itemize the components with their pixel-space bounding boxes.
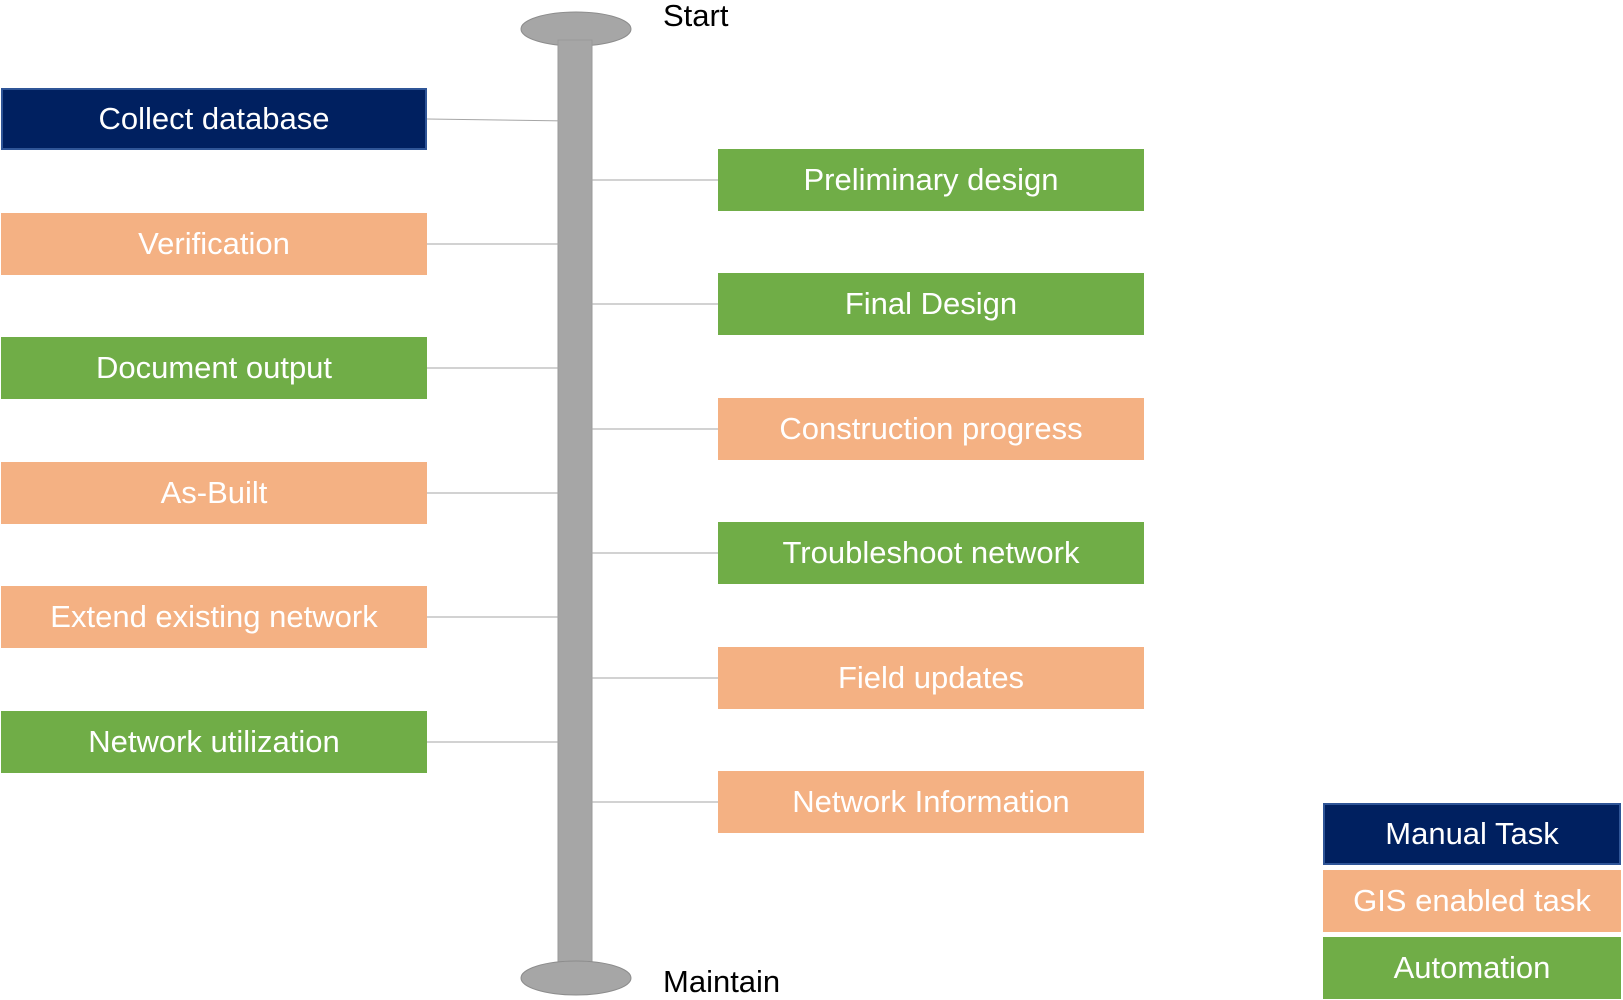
timeline-end-label: Maintain <box>663 964 781 999</box>
right-task-5: Field updates <box>718 647 1144 709</box>
left-connector-1 <box>426 118 571 122</box>
left-task-2: Verification <box>1 213 427 275</box>
left-task-5: Extend existing network <box>1 586 427 648</box>
legend-item-gis: GIS enabled task <box>1323 870 1621 932</box>
right-task-1: Preliminary design <box>718 149 1144 211</box>
right-task-6: Network Information <box>718 771 1144 833</box>
timeline-start-label: Start <box>663 0 729 33</box>
left-task-3: Document output <box>1 337 427 399</box>
right-task-4: Troubleshoot network <box>718 522 1144 584</box>
left-task-4: As-Built <box>1 462 427 524</box>
legend-item-automation: Automation <box>1323 937 1621 999</box>
left-task-6: Network utilization <box>1 711 427 773</box>
right-task-2: Final Design <box>718 273 1144 335</box>
left-task-1: Collect database <box>1 88 427 150</box>
timeline-end-cap <box>520 960 632 996</box>
timeline-axis <box>557 39 593 973</box>
right-task-3: Construction progress <box>718 398 1144 460</box>
legend-item-manual: Manual Task <box>1323 803 1621 865</box>
